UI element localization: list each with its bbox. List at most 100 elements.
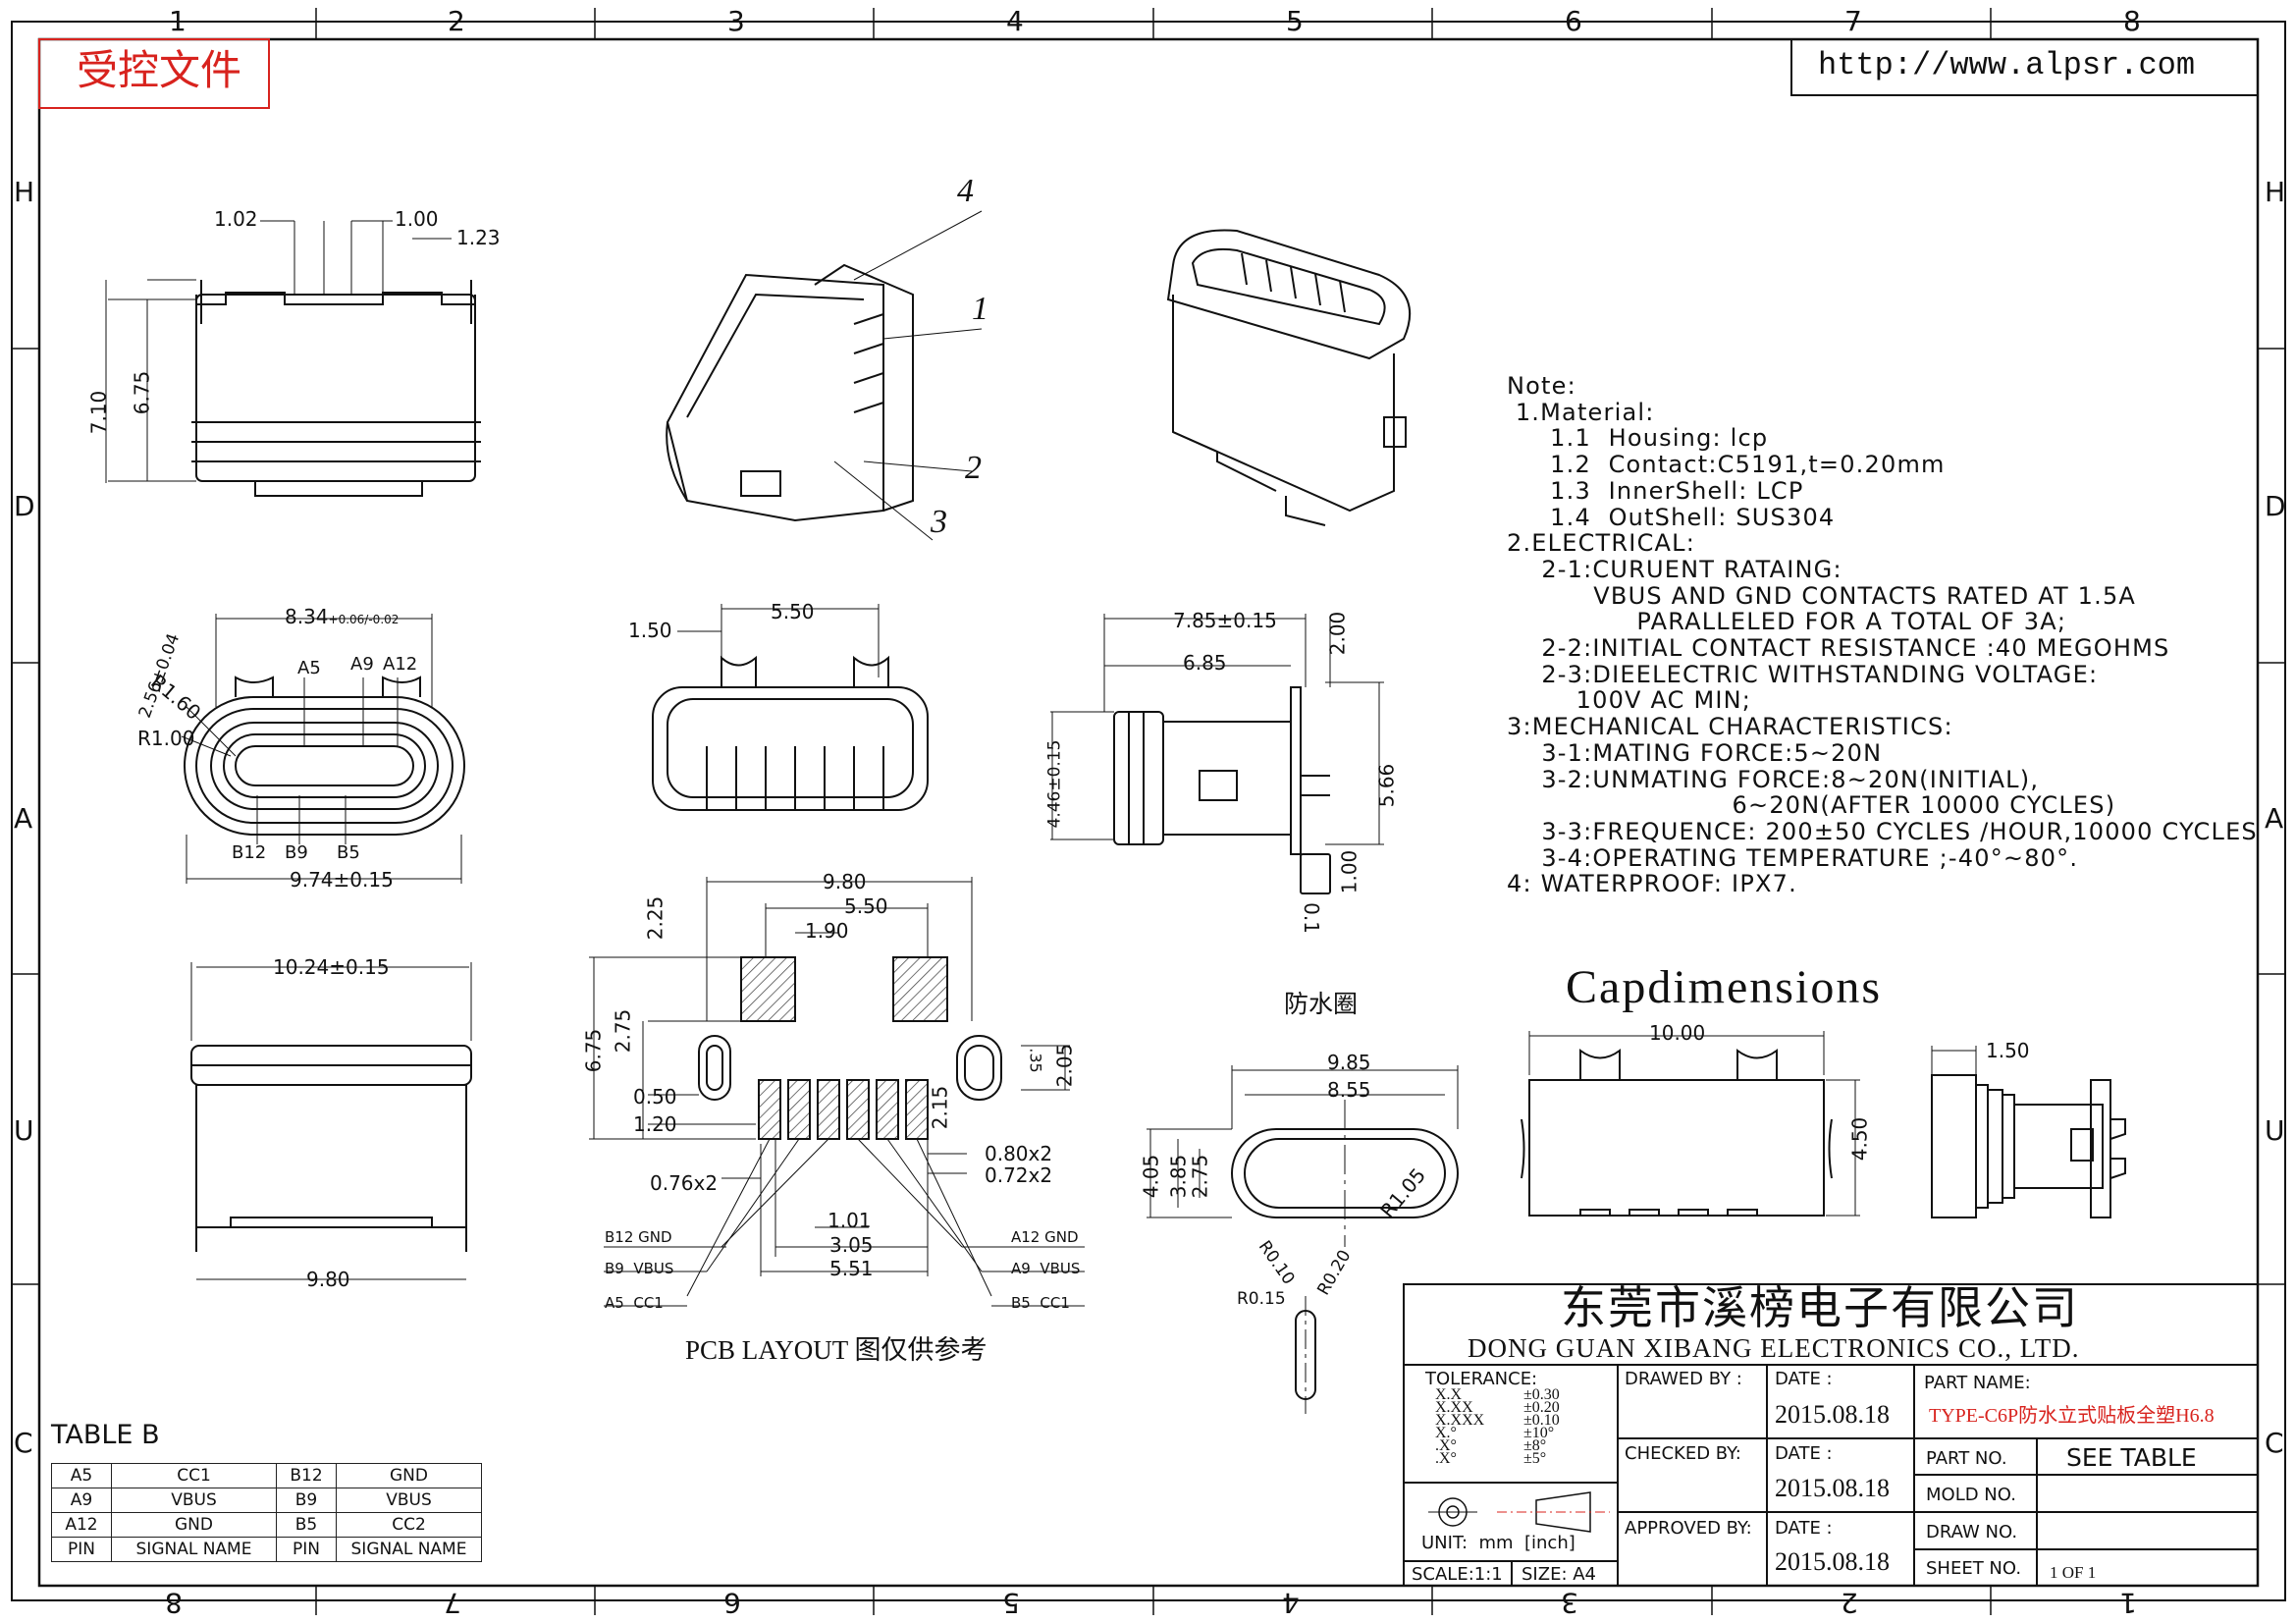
dim-face-width-top-tol: +0.06/-0.02 <box>328 613 400 626</box>
dim-pcb-0-35: .35 <box>1026 1048 1045 1073</box>
dim-face-pin-b5: B5 <box>337 842 360 863</box>
dim-pcb-0-50: 0.50 <box>633 1085 677 1109</box>
dim-side-1-00: 1.00 <box>1337 849 1362 894</box>
tolerance-key: X.XX <box>1435 1399 1473 1416</box>
approved-by-label: APPROVED BY: <box>1625 1518 1752 1539</box>
dim-side-7-85: 7.85±0.15 <box>1173 609 1277 632</box>
dim-face-width-top-value: 8.34 <box>285 605 329 628</box>
note-line: 3-2:UNMATING FORCE:8~20N(INITIAL), <box>1507 765 2040 793</box>
iso-view-right <box>1166 229 1412 526</box>
bottom-num-5: 5 <box>1002 1587 1020 1619</box>
top-num-5: 5 <box>1286 5 1304 37</box>
note-line: VBUS AND GND CONTACTS RATED AT 1.5A <box>1507 581 2137 610</box>
cap-view <box>1521 1031 2126 1218</box>
dim-ring-4-05: 4.05 <box>1139 1154 1163 1199</box>
dim-pcb-2-05: 2.05 <box>1052 1043 1077 1088</box>
table-b-title: TABLE B <box>51 1420 160 1450</box>
right-letter-u: U <box>2265 1114 2285 1147</box>
drawn-date: 2015.08.18 <box>1775 1400 1890 1429</box>
front-view <box>105 220 481 497</box>
left-letter-a: A <box>14 802 33 835</box>
pcb-pin-b5: B5 CC1 <box>1011 1294 1070 1312</box>
dim-face-width-bottom: 9.74±0.15 <box>290 868 394 892</box>
bottom-num-4: 4 <box>1282 1587 1300 1619</box>
note-line: 3-1:MATING FORCE:5~20N <box>1507 738 1883 767</box>
table-cell: CC1 <box>111 1463 277 1488</box>
callout-3: 3 <box>931 504 947 540</box>
dim-pcb-6-75: 6.75 <box>581 1028 606 1073</box>
callout-1: 1 <box>972 291 988 327</box>
dim-face-width-top: 8.34+0.06/-0.02 <box>285 607 399 626</box>
top-num-8: 8 <box>2123 5 2141 37</box>
note-line: 4: WATERPROOF: IPX7. <box>1507 870 1797 898</box>
website-url[interactable]: http://www.alpsr.com <box>1818 47 2196 83</box>
frame-inner <box>37 37 2260 1588</box>
frame-outer <box>11 21 2286 1601</box>
callout-2: 2 <box>965 450 982 486</box>
url-box <box>1790 38 2259 96</box>
ring-title: 防水圈 <box>1284 990 1359 1018</box>
dim-ring-9-85: 9.85 <box>1327 1051 1371 1074</box>
tolerance-label: TOLERANCE: <box>1425 1369 1538 1389</box>
left-letter-h: H <box>14 176 35 208</box>
dim-face-r1-00: R1.00 <box>137 727 195 750</box>
pcb-pin-b9: B9 VBUS <box>605 1260 674 1277</box>
technical-notes: Note: 1.Material: 1.1 Housing: lcp 1.2 C… <box>1507 373 2258 897</box>
table-cell: B12 <box>276 1463 337 1488</box>
pcb-layout-caption: PCB LAYOUT 图仅供参考 <box>685 1335 988 1365</box>
dim-side-0-1: 0.1 <box>1299 902 1323 934</box>
dim-pcb-2-25: 2.25 <box>643 895 667 941</box>
right-letter-d: D <box>2265 490 2286 522</box>
dim-front-7-10: 7.10 <box>86 390 111 435</box>
dim-pcb-1-01: 1.01 <box>828 1209 872 1232</box>
dim-ring-2-75: 2.75 <box>1188 1154 1212 1199</box>
note-line: 1.1 Housing: lcp <box>1507 424 1769 453</box>
dim-front-6-75: 6.75 <box>130 370 154 415</box>
dim-ring-8-55: 8.55 <box>1327 1078 1371 1102</box>
part-name: TYPE-C6P防水立式贴板全塑H6.8 <box>1929 1405 2215 1427</box>
bottom-num-1: 1 <box>2119 1587 2137 1619</box>
pcb-pin-a9: A9 VBUS <box>1011 1260 1081 1277</box>
size-label: SIZE: A4 <box>1522 1564 1596 1585</box>
iso-view-left <box>666 210 983 541</box>
pcb-pin-a5: A5 CC1 <box>605 1294 664 1312</box>
dim-cap-10-00: 10.00 <box>1649 1021 1706 1045</box>
dim-pcb-9-80: 9.80 <box>823 870 867 893</box>
dim-side-5-66: 5.66 <box>1374 763 1399 808</box>
note-line: 6~20N(AFTER 10000 CYCLES) <box>1507 791 2116 820</box>
tolerance-key: X.X <box>1435 1386 1463 1403</box>
dim-front-1-23: 1.23 <box>456 226 501 249</box>
dim-bottom-9-80: 9.80 <box>306 1268 350 1291</box>
tolerance-row: .X°±5° <box>1435 1451 1560 1467</box>
table-cell: GND <box>111 1512 277 1538</box>
dim-face-pin-b12: B12 <box>232 842 267 863</box>
note-line: 1.3 InnerShell: LCP <box>1507 476 1804 505</box>
drawn-date-label: DATE : <box>1775 1369 1833 1389</box>
sheet-value: 1 OF 1 <box>2050 1563 2097 1582</box>
note-line: 2-2:INITIAL CONTACT RESISTANCE :40 MEGOH… <box>1507 634 2170 663</box>
approved-date-label: DATE : <box>1775 1518 1833 1539</box>
tolerance-value: ±0.30 <box>1523 1386 1560 1403</box>
dim-side-2-00: 2.00 <box>1325 611 1350 656</box>
note-line: 2-3:DIEELECTRIC WITHSTANDING VOLTAGE: <box>1507 660 2099 688</box>
dim-cap-1-50: 1.50 <box>1986 1039 2030 1062</box>
dim-face-pin-b9: B9 <box>285 842 308 863</box>
table-cell: VBUS <box>336 1488 482 1513</box>
cap-dimensions-title: Capdimensions <box>1566 961 1882 1013</box>
bottom-num-2: 2 <box>1841 1587 1858 1619</box>
tolerance-key: X.° <box>1435 1425 1457 1441</box>
company-name-cn: 东莞市溪榜电子有限公司 <box>1561 1283 2079 1333</box>
dim-face-pin-a5: A5 <box>297 658 321 678</box>
dim-pcb-0-72x2: 0.72x2 <box>985 1163 1053 1187</box>
top-num-4: 4 <box>1006 5 1024 37</box>
mold-no-label: MOLD NO. <box>1926 1485 2016 1505</box>
tolerance-key: X.XXX <box>1435 1412 1485 1429</box>
note-line: Note: <box>1507 372 1576 400</box>
note-line: 1.2 Contact:C5191,t=0.20mm <box>1507 451 1946 479</box>
face-view <box>181 614 465 884</box>
draw-no-label: DRAW NO. <box>1926 1522 2018 1542</box>
dim-ring-3-85: 3.85 <box>1166 1154 1191 1199</box>
table-cell: A5 <box>51 1463 112 1488</box>
